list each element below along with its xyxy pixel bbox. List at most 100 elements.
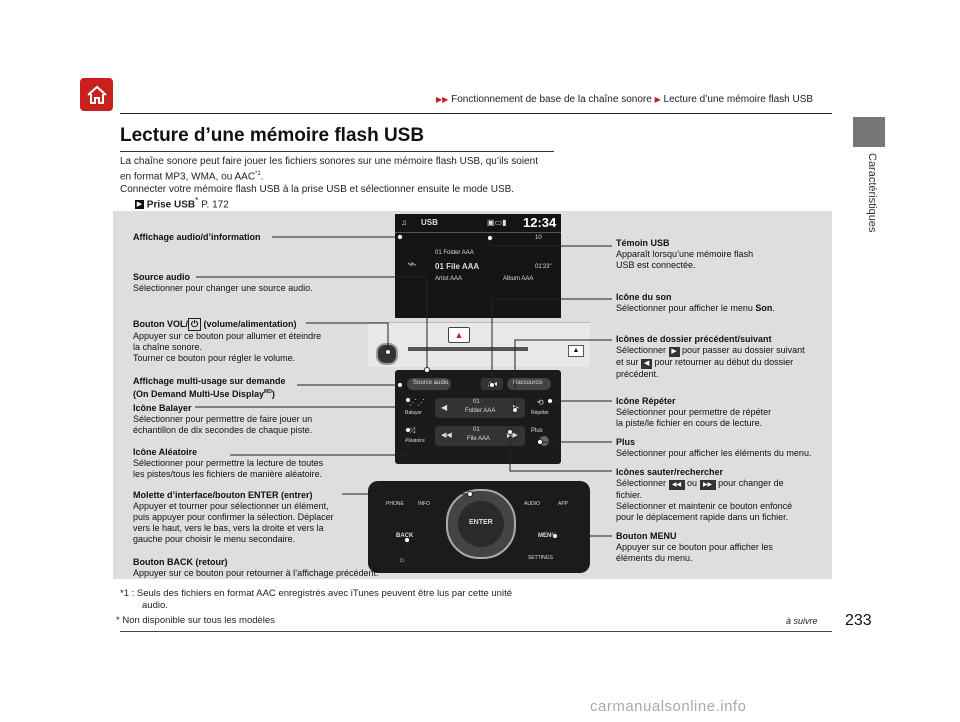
file-name: File AAA — [467, 436, 491, 442]
intro-text: La chaîne sonore peut faire jouer les fi… — [120, 155, 560, 196]
interface-dial[interactable]: ENTER — [446, 489, 516, 559]
label-title: Icône Balayer — [133, 403, 192, 413]
shuffle-icon: ⤨ — [409, 426, 416, 435]
screen-album: Album AAA — [503, 276, 534, 282]
breadcrumb-arrow-icon: ▶▶ — [436, 95, 449, 104]
xref-label: Prise USB — [146, 199, 196, 211]
title-rule — [120, 151, 554, 152]
eject-button[interactable]: ▲ — [568, 345, 584, 357]
folder-prev-icon[interactable]: ◀ — [441, 403, 448, 412]
son-desc-a: Sélectionner pour afficher le menu — [616, 303, 756, 313]
screen-source: USB — [421, 218, 438, 227]
label-desc: échantillon de dix secondes de chaque pi… — [133, 425, 313, 435]
label-affichage: Affichage audio/d’information — [133, 232, 261, 243]
label-desc: Appuyer sur ce bouton pour retourner à l… — [133, 568, 379, 578]
intro-line: Connecter votre mémoire flash USB à la p… — [120, 184, 515, 196]
scan-button[interactable]: ⋰⋰Balayer — [405, 398, 429, 418]
eject-icon: ▲ — [572, 347, 580, 354]
label-title: Icônes de dossier précédent/suivant — [616, 334, 772, 344]
xref-page: P. 172 — [198, 199, 229, 211]
screen-folder: 01 Folder AAA — [435, 250, 474, 256]
random-button[interactable]: ⤨Aléatoire — [405, 426, 429, 446]
source-audio-button[interactable]: Source audio — [407, 378, 451, 390]
label-aleatoire: Icône Aléatoire Sélectionner pour permet… — [133, 447, 323, 480]
shortcuts-button[interactable]: Raccourcis — [507, 378, 551, 390]
file-selector: ◀◀ 01 File AAA ▶▶ — [435, 426, 525, 446]
info-button[interactable]: INFO — [418, 501, 430, 507]
repeat-button[interactable]: ⟲Répéter — [531, 398, 557, 418]
label-source-audio: Source audio Sélectionner pour changer u… — [133, 272, 313, 294]
label-plus: Plus Sélectionner pour afficher les élém… — [616, 437, 811, 459]
sidebar-label: Caractéristiques — [866, 153, 878, 233]
sauter-desc-1c: pour changer de — [715, 478, 784, 488]
screen-clock: 12:34 — [523, 215, 557, 230]
label-title: Source audio — [133, 272, 191, 282]
screen-artist: Artist AAA — [435, 276, 463, 282]
cross-reference[interactable]: ▶ Prise USB* P. 172 — [135, 195, 229, 210]
page-title: Lecture d’une mémoire flash USB — [120, 125, 425, 146]
intro-line: en format MP3, WMA, ou AAC*1. — [120, 168, 560, 183]
label-desc: Sélectionner pour changer une source aud… — [133, 283, 313, 293]
label-title: Bouton VOL/⏻ (volume/alimentation) — [133, 318, 321, 331]
footnote-ref: *1 — [255, 171, 261, 177]
odmd-title-3: ) — [271, 389, 275, 399]
label-desc: et sur ◀ pour retourner au début du doss… — [616, 357, 805, 369]
usb-plug-icon: ⌁ — [407, 256, 417, 273]
label-desc: la piste/le fichier en cours de lecture. — [616, 418, 763, 428]
menu-button[interactable]: MENU — [538, 533, 556, 539]
screen-counter: 10 — [535, 235, 542, 241]
xref-star: * — [195, 195, 199, 205]
home-button[interactable] — [80, 78, 113, 111]
skip-forward-icon[interactable]: ▶▶ — [507, 432, 518, 439]
watermark: carmanualsonline.info — [590, 698, 747, 715]
vol-title-a: Bouton VOL/ — [133, 319, 188, 329]
hazard-button[interactable]: ▲ — [448, 327, 470, 343]
label-title: (On Demand Multi-Use DisplayMD) — [133, 387, 286, 400]
label-vol: Bouton VOL/⏻ (volume/alimentation) Appuy… — [133, 318, 321, 364]
label-title: Molette d’interface/bouton ENTER (entrer… — [133, 490, 313, 500]
repeat-label: Répéter — [531, 410, 549, 416]
label-desc: précédent. — [616, 369, 659, 379]
label-desc: Sélectionner pour permettre la lecture d… — [133, 458, 324, 468]
brightness-icon[interactable]: ☼ — [398, 555, 406, 564]
enter-button[interactable]: ENTER — [458, 501, 504, 547]
label-desc: éléments du menu. — [616, 553, 693, 563]
more-dot-icon — [539, 436, 549, 446]
footnote-line: audio. — [142, 600, 168, 611]
intro-line: La chaîne sonore peut faire jouer les fi… — [120, 156, 538, 167]
more-label: Plus — [531, 428, 543, 434]
label-desc: Appuyer sur ce bouton pour allumer et ét… — [133, 331, 322, 341]
label-sauter: Icônes sauter/rechercher Sélectionner ◀◀… — [616, 467, 792, 523]
skip-back-icon[interactable]: ◀◀ — [441, 432, 452, 439]
audio-button[interactable]: AUDIO — [524, 501, 540, 507]
next-folder-icon: ▶ — [668, 347, 680, 357]
back-button[interactable]: BACK — [396, 533, 414, 539]
label-desc: fichier. — [616, 490, 643, 500]
app-button[interactable]: APP — [558, 501, 569, 507]
label-desc: la chaîne sonore. — [133, 342, 203, 352]
intro-line-text: en format MP3, WMA, ou AAC — [120, 171, 256, 183]
footnote-2: * Non disponible sur tous les modèles — [116, 615, 275, 626]
label-desc: Sélectionner pour permettre de faire jou… — [133, 414, 313, 424]
header-rule — [120, 113, 832, 114]
breadcrumb-item[interactable]: Fonctionnement de base de la chaîne sono… — [451, 94, 652, 105]
phone-button[interactable]: PHONE — [386, 501, 404, 507]
more-button[interactable]: Plus — [531, 428, 557, 446]
enter-label: ENTER — [469, 519, 493, 526]
dossier-desc-1a: Sélectionner — [616, 345, 669, 355]
breadcrumb-item[interactable]: Lecture d’une mémoire flash USB — [663, 94, 814, 105]
label-title: Affichage multi-usage sur demande — [133, 376, 286, 386]
sidebar-tab[interactable] — [853, 117, 885, 147]
footnote-line: *1 : Seuls des fichiers en format AAC en… — [120, 588, 512, 599]
label-desc: puis appuyer pour confirmer la sélection… — [133, 512, 334, 522]
label-odmd: Affichage multi-usage sur demande (On De… — [133, 376, 286, 400]
label-title: Icônes sauter/rechercher — [616, 467, 724, 477]
label-title: Affichage audio/d’information — [133, 232, 261, 242]
power-icon: ⏻ — [188, 318, 201, 331]
dossier-desc-2b: pour retourner au début du dossier — [652, 357, 794, 367]
dossier-desc-1b: pour passer au dossier suivant — [679, 345, 805, 355]
sauter-desc-1a: Sélectionner — [616, 478, 669, 488]
screen-time: 01'23" — [535, 264, 552, 270]
continued-label: à suivre — [786, 616, 818, 626]
settings-button[interactable]: SETTINGS — [528, 555, 554, 561]
